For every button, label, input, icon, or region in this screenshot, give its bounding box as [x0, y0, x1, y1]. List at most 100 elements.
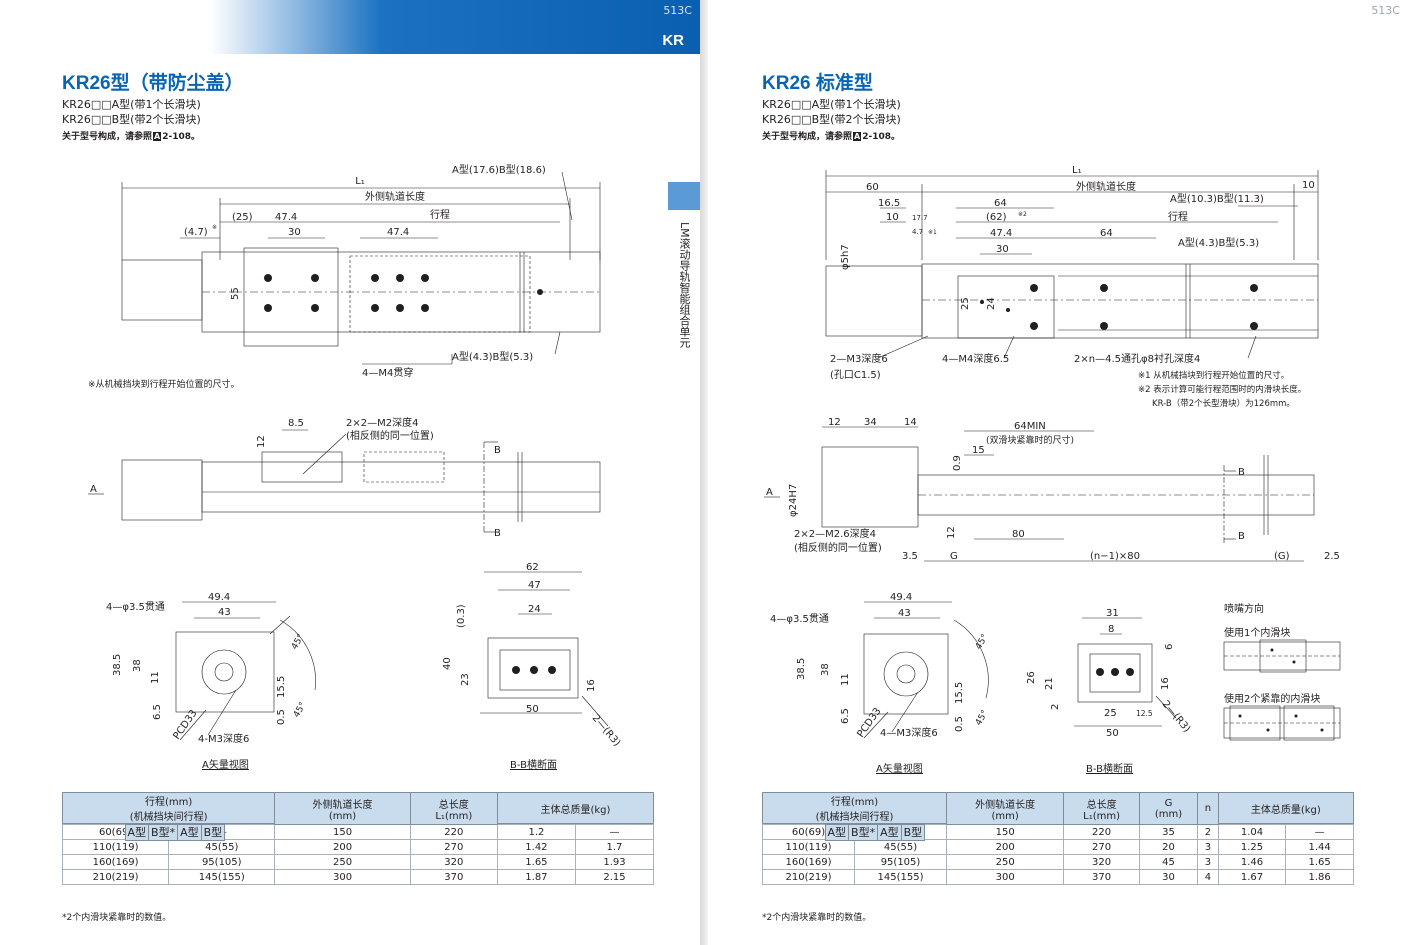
- dim-15: 15: [972, 445, 985, 456]
- table-cell: 45(55): [854, 839, 947, 855]
- dim-l1: L₁: [355, 176, 365, 187]
- view-a-arrow: A: [90, 484, 97, 495]
- subtitle-type-a: KR26□□A型(带1个长滑块): [62, 98, 201, 111]
- angle-45: 45°: [974, 633, 991, 652]
- dim-64: 64: [994, 198, 1007, 209]
- table-cell: 300: [945, 869, 1065, 885]
- dim-0-9: 0.9: [952, 455, 963, 471]
- dim-g-paren: (G): [1274, 551, 1290, 562]
- view-a-arrow: A: [766, 487, 773, 498]
- dim-25: 25: [1104, 708, 1117, 719]
- m3-note-b: (孔口C1.5): [830, 369, 881, 381]
- dim-80: 80: [1012, 529, 1025, 540]
- table-cell: 1.65: [1285, 854, 1354, 870]
- dim-38-5: 38.5: [796, 658, 807, 680]
- table-cell: 1.25: [1217, 839, 1287, 855]
- table-cell: 95(105): [854, 854, 947, 870]
- th-type-a: A型: [124, 824, 150, 841]
- table-cell: 45: [1138, 854, 1199, 870]
- th-mass-b: B型: [200, 824, 226, 841]
- table-cell: 45(55): [168, 839, 276, 855]
- nozzle-one-diagram: [1223, 639, 1341, 673]
- dim-38: 38: [820, 663, 831, 676]
- top-plan-drawing: L₁ 60 外侧轨道长度 10 16.5 10 17.7 4.7 ※1 64 (…: [825, 165, 1319, 409]
- dim-0-5: 0.5: [954, 716, 965, 732]
- dim-11: 11: [150, 671, 161, 684]
- dim-mark2: ※2: [1018, 211, 1027, 218]
- dim-50: 50: [1106, 728, 1119, 739]
- dim-49-4: 49.4: [208, 592, 230, 603]
- subtitle-type-a: KR26□□A型(带1个长滑块): [762, 98, 901, 111]
- dim-47-4b: 47.4: [387, 227, 409, 238]
- table-cell: 1.67: [1217, 869, 1287, 885]
- view-a-drawing: 49.4 43 4—φ3.5贯通 38.5 38 11 6.5 15.5 0.5…: [106, 592, 316, 745]
- view-a-caption: A矢量视图: [202, 760, 249, 771]
- dim-50: 50: [526, 704, 539, 715]
- section-b-top: B: [1238, 467, 1245, 478]
- table-cell: 20: [1138, 839, 1199, 855]
- top-plan-drawing: L₁ 外侧轨道长度 行程 (25) 47.4 30 47.4 (4.7) ※ 5…: [121, 163, 601, 379]
- dim-m2-note: (相反侧的同一位置): [346, 429, 434, 442]
- dim-mark: ※: [212, 224, 217, 231]
- dim-47: 47: [528, 580, 541, 591]
- dim-16: 16: [586, 679, 597, 692]
- dim-15-5: 15.5: [276, 676, 287, 698]
- dim-8-5: 8.5: [288, 418, 304, 429]
- dim-11: 11: [840, 673, 851, 686]
- dim-8: 8: [1108, 624, 1114, 635]
- dim-type-top: A型(10.3)B型(11.3): [1170, 192, 1264, 205]
- m3-note: 2—M3深度6: [830, 352, 888, 365]
- pcd-33: PCD33: [171, 708, 199, 742]
- th-type-a: A型: [824, 824, 850, 841]
- side-elevation-drawing: 8.5 2×2—M2深度4 (相反侧的同一位置) 12 B B A: [88, 416, 601, 539]
- angle-45b: 45°: [292, 701, 309, 720]
- table-cell: —: [574, 824, 655, 840]
- dim-type-mid: A型(4.3)B型(5.3): [1178, 236, 1259, 249]
- dim-62: (62): [986, 212, 1007, 223]
- table-cell: —: [1285, 824, 1354, 840]
- table-cell: 250: [945, 854, 1065, 870]
- table-cell: 2: [1197, 824, 1219, 840]
- th-stroke: 行程(mm)(机械挡块间行程): [61, 792, 276, 824]
- dim-64b: 64: [1100, 228, 1113, 239]
- page-gutter: [700, 0, 708, 945]
- table-cell: 1.44: [1285, 839, 1354, 855]
- table-cell: 200: [945, 839, 1065, 855]
- th-n: n: [1197, 792, 1219, 825]
- dim-12: 12: [828, 417, 841, 428]
- dim-10: 10: [1302, 180, 1315, 191]
- dim-stroke: 行程: [1168, 210, 1188, 223]
- th-mass: 主体总质量(kg): [1217, 792, 1355, 824]
- dim-17-7: 17.7: [912, 214, 928, 222]
- dim-40: 40: [442, 657, 453, 670]
- table-cell: 320: [1063, 854, 1140, 870]
- table-footnote: *2个内滑块紧靠时的数值。: [762, 913, 872, 923]
- dim-g: G: [950, 551, 958, 562]
- table-cell: 1.7: [574, 839, 655, 855]
- dim-6-5: 6.5: [840, 708, 851, 724]
- subtitle-type-b: KR26□□B型(带2个长滑块): [62, 113, 201, 126]
- table-cell: 150: [274, 824, 411, 840]
- dim-31: 31: [1106, 608, 1119, 619]
- th-mass: 主体总质量(kg): [496, 792, 655, 824]
- dim-l1: L₁: [1072, 165, 1082, 176]
- th-rail: 外侧轨道长度(mm): [945, 792, 1065, 825]
- dim-4-7: 4.7: [912, 228, 923, 236]
- dim-30: 30: [996, 244, 1009, 255]
- m4-note: 4—M4深度6.5: [942, 352, 1009, 365]
- dim-2-5: 2.5: [1324, 551, 1340, 562]
- table-cell: 220: [1063, 824, 1140, 840]
- view-a-caption: A矢量视图: [876, 764, 923, 775]
- dim-64min: 64MIN: [1014, 421, 1046, 432]
- dim-6-5: 6.5: [152, 704, 163, 720]
- dim-stroke: 行程: [430, 208, 450, 221]
- section-b-bottom: B: [1238, 531, 1245, 542]
- dim-5h7: φ5h7: [840, 244, 851, 270]
